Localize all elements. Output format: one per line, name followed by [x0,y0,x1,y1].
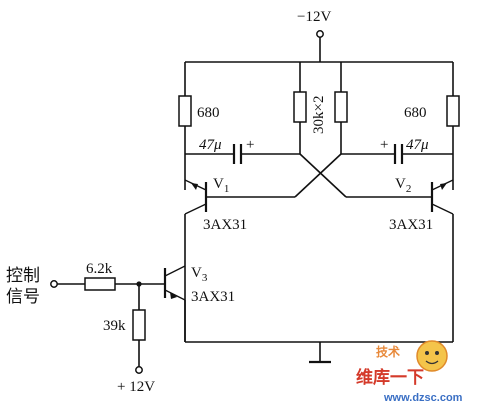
v1-name: V1 [213,176,229,195]
supply-top-terminal [316,30,324,38]
capacitor-left-label: 47μ [199,137,222,153]
capacitor-left-plus: + [246,137,254,153]
input-label-line2: 信号 [6,287,40,307]
capacitor-right-plus: + [380,137,388,153]
watermark-cn: 维库一下 [356,367,424,388]
input-network: 6.2k 控制 信号 [6,261,165,307]
watermark-logo: 技术 维库一下 www.dzsc.com [356,340,463,404]
supply-bottom-terminal [135,366,143,374]
transistor-v3: V3 3AX31 [163,265,235,342]
transistor-v1: V1 3AX31 [184,176,247,342]
v3-name: V3 [191,265,208,284]
capacitor-right-label: 47μ [406,137,429,153]
v1-model: 3AX31 [203,217,247,233]
ground-symbol [309,342,331,364]
v2-name: V2 [395,176,411,195]
v2-model: 3AX31 [389,217,433,233]
supply-top-label: −12V [297,9,331,25]
bias-network: 39k + 12V [103,284,155,395]
resistor-39k [132,309,146,341]
cross-coupling-wires [206,153,432,198]
resistor-left-label: 680 [197,105,220,121]
resistor-right-label: 680 [404,105,427,121]
resistor-left-680: 680 [178,62,220,190]
input-terminal [50,280,58,288]
capacitor-left-47u: 47μ + [185,137,300,164]
watermark-url: www.dzsc.com [383,392,463,404]
mascot-icon [416,340,448,372]
resistor-pair-label: 30k×2 [311,96,327,134]
watermark-top: 技术 [376,344,400,359]
transistor-v2: V2 3AX31 [389,176,454,342]
resistor-right-680: 680 [404,62,460,190]
resistor-6k2-label: 6.2k [86,261,113,277]
supply-top: −12V [297,9,331,62]
resistor-pair-30k: 30k×2 [293,62,348,154]
capacitor-right-47u: 47μ + [341,137,453,164]
v3-model: 3AX31 [191,289,235,305]
resistor-39k-label: 39k [103,318,126,334]
resistor-6k2 [84,277,116,291]
input-label-line1: 控制 [6,266,40,286]
supply-bottom-label: + 12V [117,379,155,395]
